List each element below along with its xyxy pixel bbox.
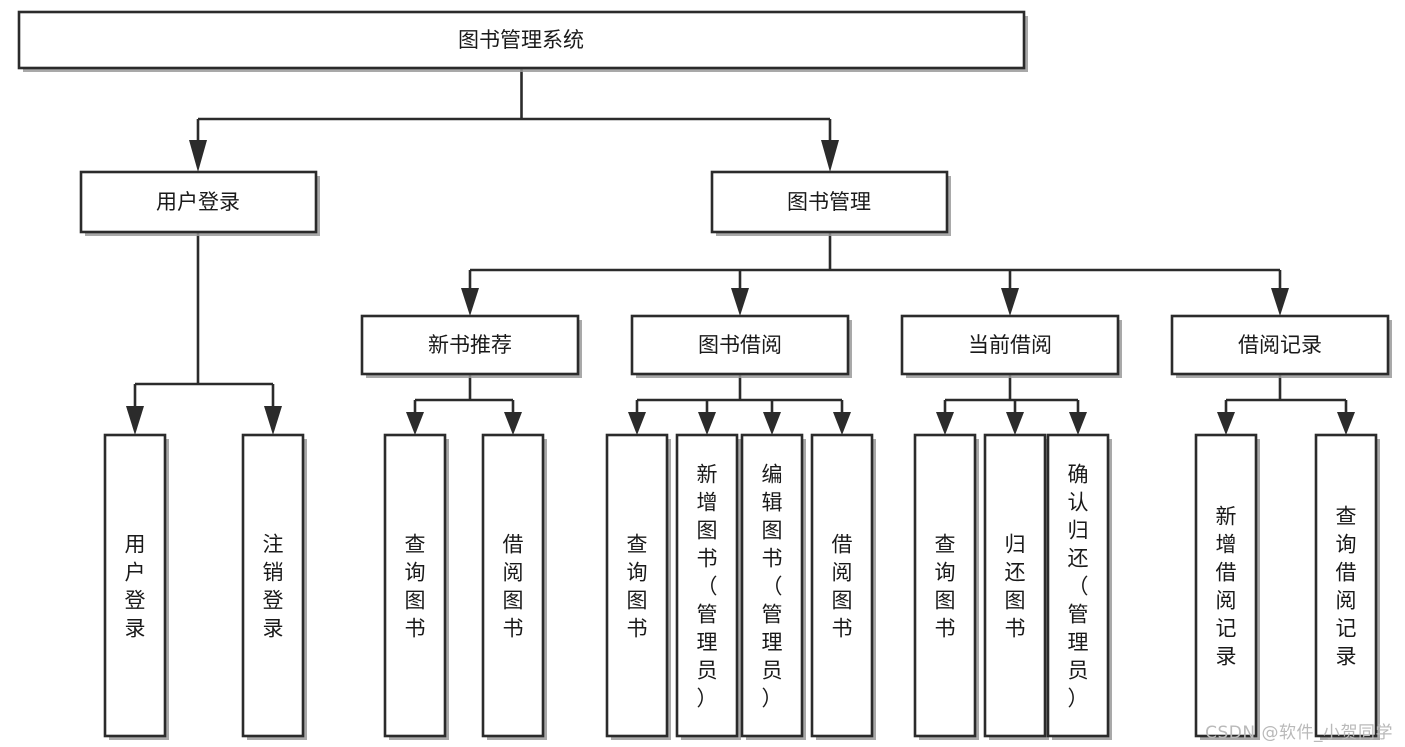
leaf-box [983, 433, 1047, 738]
leaf-box [675, 433, 739, 738]
arrowhead-icon-recd-leaf-1 [1217, 412, 1235, 435]
connector-group [133, 68, 1348, 412]
arrowhead-icon-ul-leaf-1 [126, 406, 144, 435]
csdn-watermark: CSDN @软件_小贺同学 [1205, 723, 1393, 743]
leaf-node[interactable]: 查询借阅记录 [1314, 433, 1380, 740]
leaf-box [481, 433, 545, 738]
leaf-label: 用户登录 [125, 532, 146, 640]
node-current-borrow-box [900, 314, 1120, 376]
leaf-box [383, 433, 447, 738]
leaf-node[interactable]: 查询图书 [605, 433, 671, 740]
leaf-box [810, 433, 874, 738]
leaf-node[interactable]: 编辑图书（管理员） [740, 433, 806, 740]
leaf-node[interactable]: 借阅图书 [810, 433, 876, 740]
node-new-book-recommend-box [360, 314, 580, 376]
arrowhead-icon-l3-2 [731, 288, 749, 316]
arrowhead-icon-cur-leaf-2 [1006, 412, 1024, 435]
leaf-box [241, 433, 305, 738]
arrowhead-icon-cur-leaf-3 [1069, 412, 1087, 435]
leaf-label: 新增借阅记录 [1216, 504, 1237, 668]
leaf-node[interactable]: 确认归还（管理员） [1046, 433, 1112, 740]
leaf-node[interactable]: 用户登录 [103, 433, 169, 740]
arrowhead-icon-bor-leaf-3 [763, 412, 781, 435]
node-user-login-box [79, 170, 318, 234]
node-current-borrow-label: 当前借阅 [968, 333, 1052, 357]
arrowhead-icon-recd-leaf-2 [1337, 412, 1355, 435]
node-borrow-records-box [1170, 314, 1390, 376]
arrowhead-icon-bor-leaf-4 [833, 412, 851, 435]
leaf-label: 查询图书 [627, 532, 648, 640]
node-book-borrow-box [630, 314, 850, 376]
leaf-node[interactable]: 归还图书 [983, 433, 1049, 740]
arrowhead-icon-book-mgmt [821, 140, 839, 172]
leaf-label: 新增图书（管理员） [697, 462, 718, 710]
leaf-node[interactable]: 新增借阅记录 [1194, 433, 1260, 740]
leaf-label: 注销登录 [263, 532, 284, 640]
node-borrow-records[interactable]: 借阅记录 [1170, 314, 1392, 378]
leaf-node[interactable]: 新增图书（管理员） [675, 433, 741, 740]
node-root[interactable]: 图书管理系统 [17, 10, 1028, 72]
leaf-box [1314, 433, 1378, 738]
leaf-label: 查询图书 [405, 532, 426, 640]
leaf-label: 确认归还（管理员） [1068, 462, 1089, 710]
leaf-box [1194, 433, 1258, 738]
node-borrow-records-label: 借阅记录 [1238, 333, 1322, 357]
leaf-node[interactable]: 查询图书 [383, 433, 449, 740]
arrowhead-icon-l3-4 [1271, 288, 1289, 316]
leaf-box [913, 433, 977, 738]
arrowhead-icon-cur-leaf-1 [936, 412, 954, 435]
leaf-label: 编辑图书（管理员） [762, 462, 783, 710]
arrowhead-icon-bor-leaf-2 [698, 412, 716, 435]
leaf-label: 查询借阅记录 [1336, 504, 1357, 668]
leaf-node[interactable]: 查询图书 [913, 433, 979, 740]
arrowhead-icon-ul-leaf-2 [264, 406, 282, 435]
node-new-book-recommend-label: 新书推荐 [428, 333, 512, 357]
leaf-node[interactable]: 注销登录 [241, 433, 307, 740]
node-book-management-label: 图书管理 [787, 190, 871, 214]
leaf-box [1046, 433, 1110, 738]
node-root-label: 图书管理系统 [458, 28, 584, 52]
leaf-label: 查询图书 [935, 532, 956, 640]
arrowhead-group [126, 140, 1355, 435]
leaf-box [740, 433, 804, 738]
node-user-login[interactable]: 用户登录 [79, 170, 320, 236]
node-root-box [17, 10, 1026, 70]
arrowhead-icon-l3-1 [461, 288, 479, 316]
node-user-login-label: 用户登录 [156, 190, 240, 214]
node-book-borrow-label: 图书借阅 [698, 333, 782, 357]
leaf-box [103, 433, 167, 738]
leaf-box [605, 433, 669, 738]
arrowhead-icon-l3-3 [1001, 288, 1019, 316]
node-current-borrow[interactable]: 当前借阅 [900, 314, 1122, 378]
node-book-borrow[interactable]: 图书借阅 [630, 314, 852, 378]
leaf-label: 借阅图书 [832, 532, 853, 640]
leaf-label: 借阅图书 [503, 532, 524, 640]
arrowhead-icon-bor-leaf-1 [628, 412, 646, 435]
arrowhead-icon-rec-leaf-1 [406, 412, 424, 435]
arrowhead-icon-user-login [189, 140, 207, 172]
arrowhead-icon-rec-leaf-2 [504, 412, 522, 435]
node-book-management-box [710, 170, 949, 234]
node-new-book-recommend[interactable]: 新书推荐 [360, 314, 582, 378]
leaf-label: 归还图书 [1005, 532, 1026, 640]
node-book-management[interactable]: 图书管理 [710, 170, 951, 236]
leaf-node[interactable]: 借阅图书 [481, 433, 547, 740]
